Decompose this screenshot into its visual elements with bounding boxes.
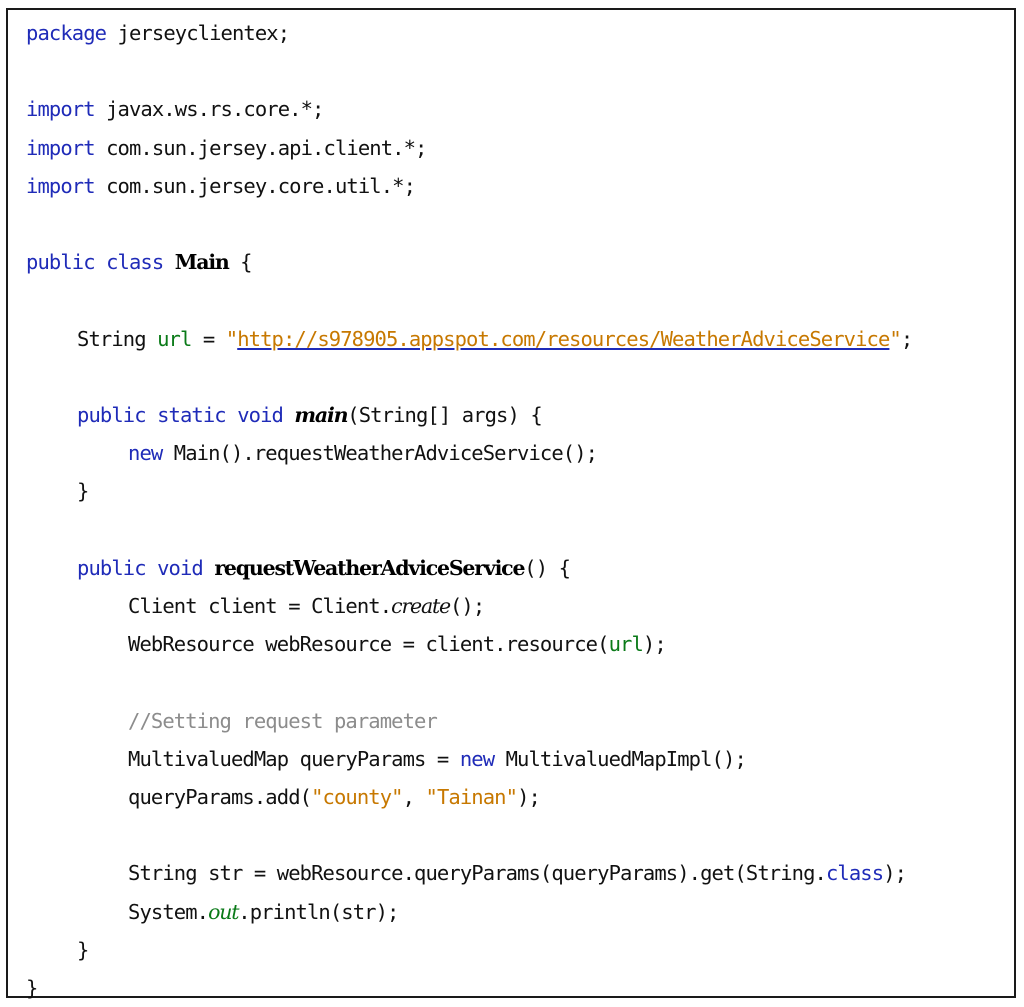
code-token: ); (642, 632, 667, 657)
code-line: import com.sun.jersey.core.util.*; (26, 171, 416, 201)
code-token: Client client = Client. (128, 594, 392, 618)
code-token: (); (449, 594, 485, 618)
code-keyword: public void (77, 555, 204, 580)
code-string: http://s978905.appspot.com/resources/Wea… (237, 326, 890, 351)
code-line: System.out.println(str); (128, 897, 399, 927)
code-keyword: new (459, 746, 495, 771)
code-token: MultivaluedMap queryParams = (128, 746, 460, 771)
code-token (163, 250, 174, 274)
code-string: " (889, 326, 901, 351)
code-token: com.sun.jersey.core.util.*; (94, 173, 416, 198)
code-token: () { (524, 555, 571, 580)
code-token: { (228, 250, 252, 275)
code-keyword: class (825, 861, 884, 886)
code-keyword: public class (26, 250, 164, 275)
code-token (203, 556, 214, 580)
code-token: main (294, 403, 348, 427)
code-keyword: import (26, 97, 96, 122)
code-token: javax.ws.rs.core.*; (94, 97, 324, 122)
code-line: WebResource webResource = client.resourc… (128, 629, 667, 659)
code-line: MultivaluedMap queryParams = new Multiva… (128, 744, 747, 774)
code-token: String (77, 326, 158, 351)
code-token: queryParams.add( (128, 785, 312, 809)
code-line: import com.sun.jersey.api.client.*; (26, 133, 427, 163)
code-line: } (26, 973, 38, 1003)
code-keyword: package (26, 21, 107, 45)
code-token: , (402, 785, 426, 809)
code-token: out (208, 899, 239, 924)
code-token: (String[] args) { (347, 403, 542, 427)
code-keyword: import (26, 173, 96, 198)
code-token: ); (517, 785, 541, 809)
code-token: Main().requestWeatherAdviceService(); (162, 441, 598, 466)
code-listing: package jerseyclientex; import javax.ws.r… (6, 8, 1016, 1000)
code-token: } (26, 976, 38, 1000)
code-token: } (77, 479, 89, 504)
code-token: System. (128, 899, 209, 924)
code-line: public class Main { (26, 247, 252, 277)
code-line: String url = "http://s978905.appspot.com… (77, 324, 913, 354)
code-string: "Tainan" (425, 785, 518, 809)
code-line: String str = webResource.queryParams(que… (128, 858, 907, 888)
code-keyword: public static void (77, 403, 284, 427)
code-token: url (157, 326, 192, 351)
code-token: Main (174, 250, 230, 275)
code-token: ; (900, 326, 913, 351)
code-keyword: import (26, 135, 96, 160)
code-token: MultivaluedMapImpl(); (494, 746, 747, 771)
code-string: " (225, 326, 238, 351)
code-line: import javax.ws.rs.core.*; (26, 94, 324, 124)
code-token: } (77, 937, 89, 962)
code-token: com.sun.jersey.api.client.*; (94, 135, 427, 160)
code-token: ); (883, 861, 907, 886)
code-token (283, 403, 294, 427)
code-line: public void requestWeatherAdviceService(… (77, 553, 571, 583)
code-token: url (608, 632, 644, 657)
code-line: } (77, 935, 89, 965)
code-token: = (191, 326, 226, 351)
code-line: } (77, 476, 89, 506)
code-token: create (391, 594, 451, 618)
code-token: String str = webResource.queryParams(que… (128, 861, 827, 886)
code-line: public static void main(String[] args) { (77, 400, 543, 430)
code-line: queryParams.add("county", "Tainan"); (128, 782, 541, 812)
code-keyword: new (128, 441, 163, 466)
code-comment: //Setting request parameter (128, 708, 438, 733)
code-token: .println(str); (238, 899, 399, 924)
code-token: requestWeatherAdviceService (214, 555, 525, 580)
code-line: //Setting request parameter (128, 706, 438, 736)
code-token: WebResource webResource = client.resourc… (128, 632, 609, 657)
code-line: package jerseyclientex; (26, 18, 291, 48)
code-string: "county" (311, 785, 403, 809)
code-token: jerseyclientex; (106, 21, 291, 45)
code-line: new Main().requestWeatherAdviceService()… (128, 438, 598, 468)
code-line: Client client = Client.create(); (128, 591, 485, 621)
